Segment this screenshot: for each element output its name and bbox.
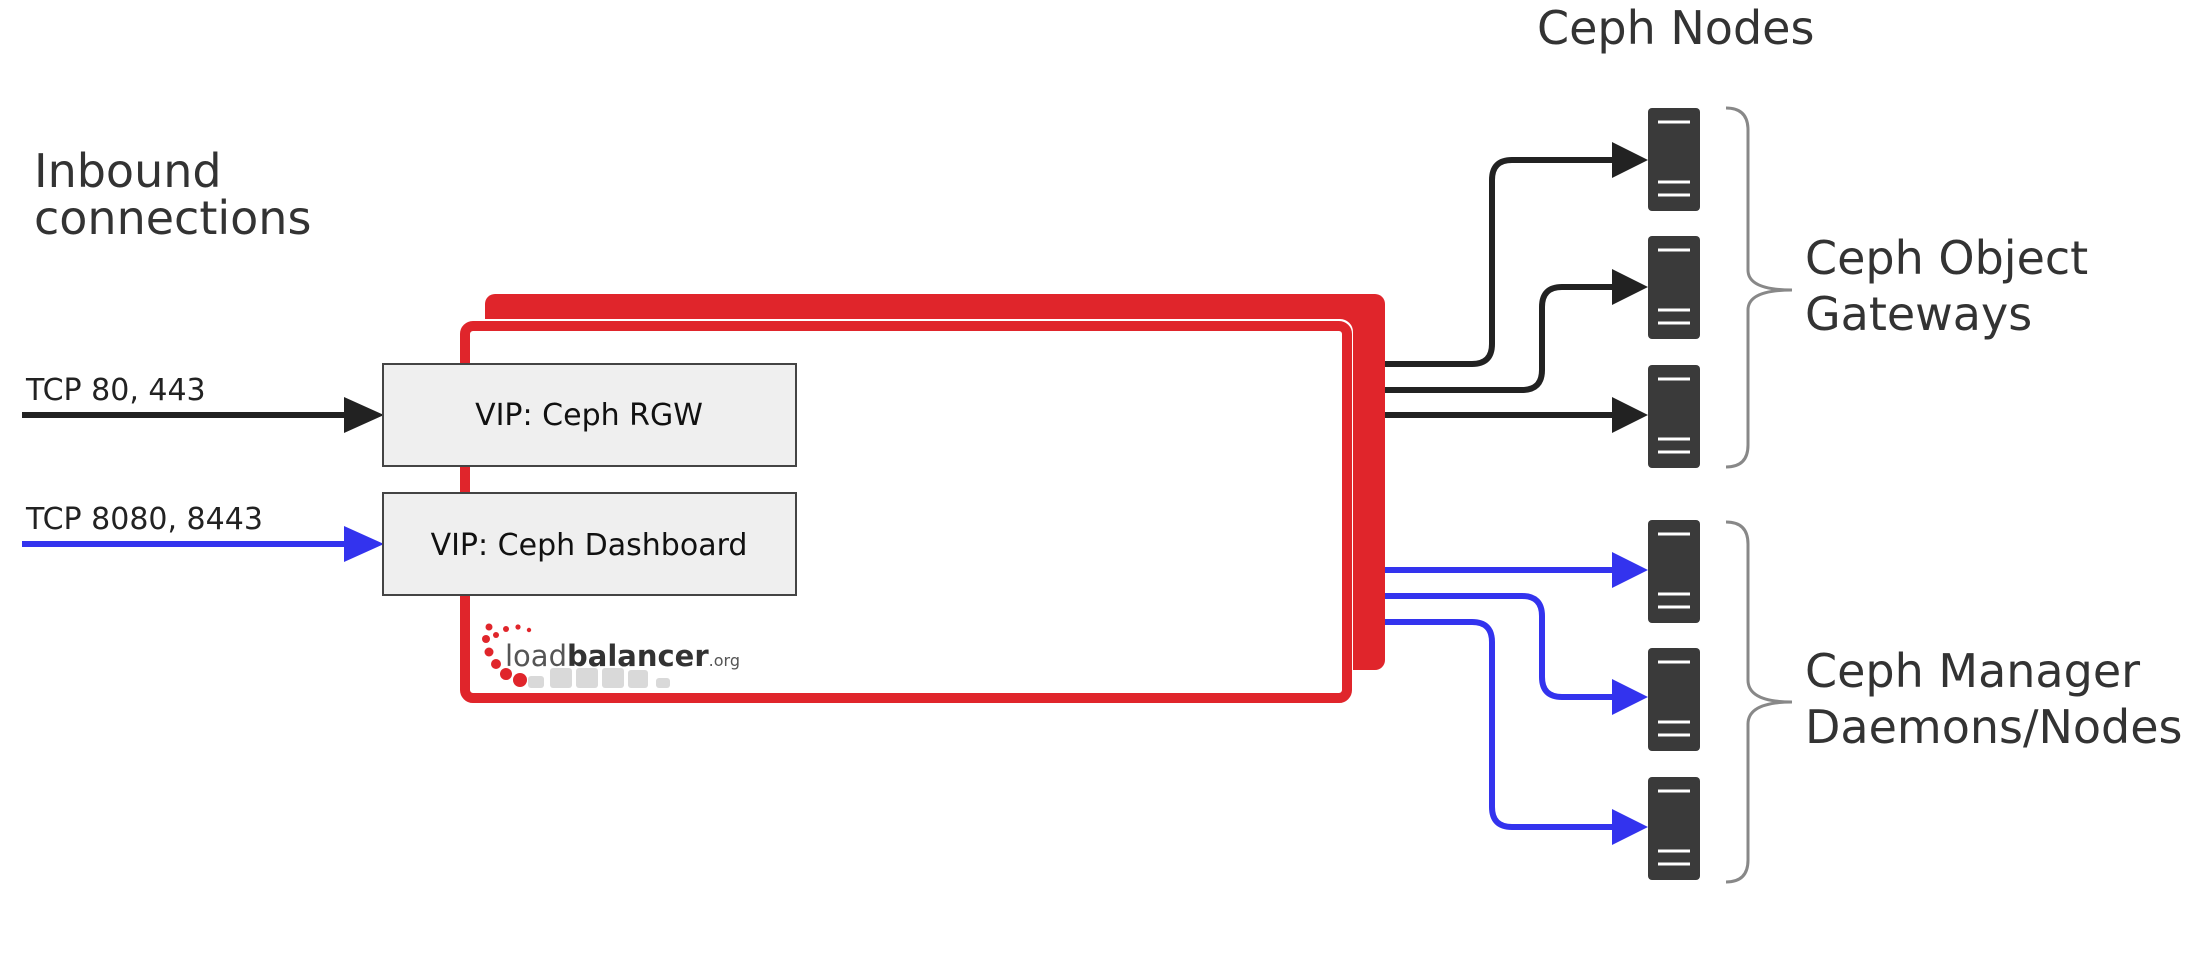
ceph-nodes-heading: Ceph Nodes (1537, 1, 1814, 55)
rgw-inbound-arrow-icon (344, 397, 384, 433)
arrow-icon (1612, 679, 1648, 715)
loadbalancer-logo: loadbalancer.org (482, 623, 740, 688)
vip-dashboard-box: VIP: Ceph Dashboard (382, 492, 797, 596)
vip-rgw-label: VIP: Ceph RGW (475, 398, 703, 433)
server-icon (1648, 236, 1700, 339)
inbound-heading-line2: connections (34, 191, 311, 245)
arrow-icon (1612, 142, 1648, 178)
object-gateways-brace-icon (1725, 106, 1793, 469)
logo-dots-icon (482, 623, 532, 687)
arrow-icon (1612, 552, 1648, 588)
server-icon (1648, 365, 1700, 468)
server-icon (1648, 777, 1700, 880)
dashboard-flow-2 (1385, 593, 1624, 700)
dashboard-inbound-arrow-icon (344, 526, 384, 562)
rgw-ports-label: TCP 80, 443 (25, 373, 206, 408)
dashboard-outbound-flows (1385, 567, 1624, 830)
object-gateways-label-line1: Ceph Object (1805, 231, 2088, 285)
server-icon (1648, 520, 1700, 623)
logo-shadow-icon (528, 668, 670, 688)
arrow-icon (1612, 397, 1648, 433)
rgw-flow-2 (1385, 284, 1624, 393)
arrow-icon (1612, 269, 1648, 305)
inbound-heading-line1: Inbound (34, 144, 222, 198)
rgw-flow-1 (1385, 157, 1624, 367)
ceph-node-servers (1648, 108, 1700, 880)
vip-dashboard-label: VIP: Ceph Dashboard (431, 528, 748, 563)
vip-rgw-box: VIP: Ceph RGW (382, 363, 797, 467)
manager-nodes-label-line2: Daemons/Nodes (1805, 700, 2183, 754)
logo-text: loadbalancer.org (505, 639, 740, 673)
manager-nodes-brace-icon (1725, 520, 1793, 884)
dashboard-outbound-arrowheads (1612, 552, 1648, 845)
rgw-outbound-flows (1385, 157, 1624, 418)
dashboard-flow-3 (1385, 619, 1624, 830)
server-icon (1648, 648, 1700, 751)
object-gateways-label-line2: Gateways (1805, 287, 2032, 341)
rgw-outbound-arrowheads (1612, 142, 1648, 433)
manager-nodes-label-line1: Ceph Manager (1805, 644, 2140, 698)
arrow-icon (1612, 809, 1648, 845)
server-icon (1648, 108, 1700, 211)
dashboard-ports-label: TCP 8080, 8443 (25, 502, 263, 537)
